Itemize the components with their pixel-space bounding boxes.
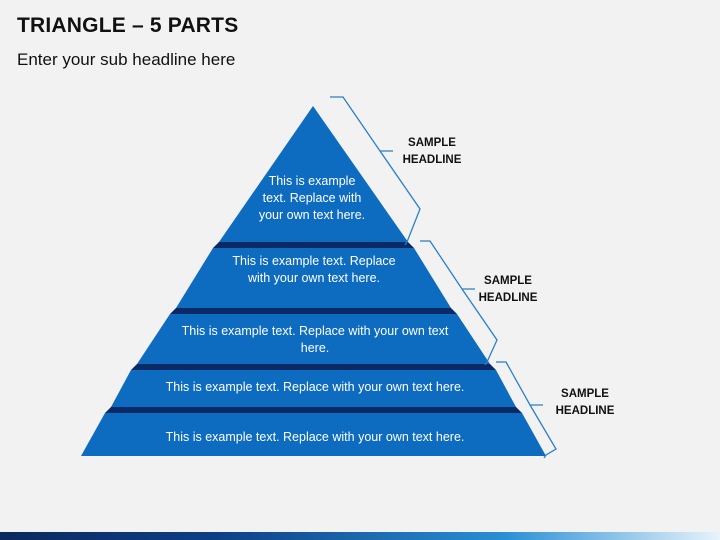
pyramid-layer-2 [176,248,451,308]
headline-2: SAMPLE HEADLINE [468,273,548,307]
headline-2-line2: HEADLINE [478,292,538,304]
pyramid-layer-3 [137,314,490,364]
headline-1: SAMPLE HEADLINE [392,135,472,169]
layer-1-text: This is example text. Replace with your … [258,174,366,222]
layer-shadow [170,308,457,314]
headline-1-line1: SAMPLE [408,137,456,149]
footer-gradient-bar [0,532,720,540]
pyramid-layer-4 [111,370,516,407]
headline-3: SAMPLE HEADLINE [545,386,625,420]
layer-2-text: This is example text. Replace with your … [232,254,396,285]
bracket-1 [330,96,421,246]
headline-1-line2: HEADLINE [402,154,462,166]
layer-5-text: This is example text. Replace with your … [165,430,465,444]
layer-shadow [105,407,522,413]
layer-shadow [213,242,414,248]
layer-shadow [131,364,496,370]
headline-3-line2: HEADLINE [555,405,615,417]
pyramid-layer-1 [219,106,408,242]
bracket-2 [420,240,498,366]
headline-3-line1: SAMPLE [561,388,609,400]
bracket-3 [496,361,557,459]
slide-subtitle: Enter your sub headline here [17,50,236,69]
headline-2-line1: SAMPLE [484,275,532,287]
layer-4-text: This is example text. Replace with your … [165,380,465,394]
pyramid-layer-5 [81,413,546,456]
layer-3-text: This is example text. Replace with your … [181,324,449,355]
slide-title: TRIANGLE – 5 PARTS [17,14,239,37]
